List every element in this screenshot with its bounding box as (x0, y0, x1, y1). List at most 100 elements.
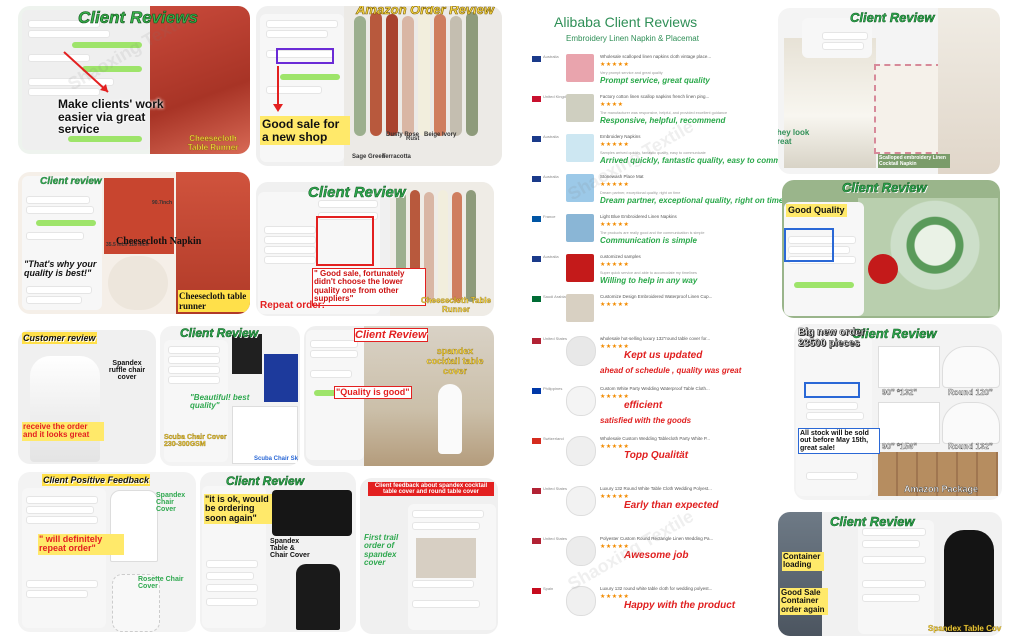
size-label-3: 90" *156" (882, 442, 918, 451)
tile-title: Client Review (850, 10, 935, 26)
runner-label: Cheesecloth table runner (178, 290, 250, 312)
review-tile-spandex-chair: Client Positive Feedback " will definite… (18, 472, 196, 632)
stock-text: All stock will be sold out before May 15… (798, 428, 880, 455)
dimension-label: 90.7inch (152, 200, 173, 206)
product-name: Stonewash Place Mat (600, 174, 644, 179)
review-highlight: Awesome job (624, 550, 689, 561)
star-rating: ★★★★★ (600, 494, 630, 500)
rosette-chair-photo (112, 574, 160, 632)
they-look-great: They look great (778, 128, 810, 146)
review-tile-container: Client Review Container loading Good Sal… (778, 512, 1002, 636)
product-thumbnail (566, 486, 596, 516)
country-flag-icon (532, 136, 541, 142)
tablecloth-reviews-panel (520, 330, 770, 636)
country-name: United States (543, 486, 568, 491)
review-tile-cheesecloth-napkin: Client review 90.7inch 35.5 inch 118 inc… (18, 172, 250, 314)
country-name: Australia (543, 54, 559, 59)
highlight-box (784, 228, 834, 262)
callout-text: Good Quality (786, 204, 847, 218)
size-label-1: 90" *132" (882, 388, 918, 397)
product-label: Spandex Table & Chair Cover (270, 538, 310, 559)
product-label: Spandex ruffle chair cover (108, 360, 146, 381)
product-label: Scuba Chair Cover 230-300GSM (164, 434, 227, 448)
callout-text: " will definitely repeat order" (38, 534, 124, 555)
review-highlight: Willing to help in any way (600, 276, 698, 285)
rect-90x156-photo (878, 402, 940, 444)
alibaba-reviews-panel: Alibaba Client Reviews Embroidery Linen … (520, 4, 770, 318)
country-flag-icon (532, 56, 541, 62)
review-text: The products are really good and the com… (600, 231, 705, 235)
product-thumbnail (566, 386, 596, 416)
country-flag-icon (532, 296, 541, 302)
review-highlight: Dream partner, exceptional quality, righ… (600, 196, 784, 205)
size-label-4: Round 132" (948, 442, 993, 451)
review-text: Samples arrived quickly, fantastic quali… (600, 151, 706, 155)
product-name: Luxury 132 Round White Table Cloth Weddi… (600, 486, 712, 491)
callout-text: Good sale for a new shop (260, 116, 350, 146)
star-rating: ★★★★★ (600, 544, 630, 550)
product-thumbnail (566, 336, 596, 366)
round-120-photo (942, 346, 1000, 388)
rect-90x132-photo (878, 346, 940, 388)
chat-screenshot (22, 10, 150, 150)
chair-cover-black (232, 334, 262, 374)
product-name: Light Blue Embroidered Linen Napkins (600, 214, 677, 219)
size-label-2: Round 120" (948, 388, 993, 397)
cocktail-table-photo (438, 384, 462, 454)
napkin-photo (784, 38, 876, 168)
chat-screenshot (802, 18, 872, 58)
container-loading-text: Container loading (782, 552, 824, 571)
tile-title: Client Positive Feedback (42, 474, 151, 486)
product-name: customized samples (600, 254, 641, 259)
callout-text: receive the order and it looks great (22, 422, 104, 441)
product-name: Factory cotton linen scallop napkins fre… (600, 94, 710, 99)
cocktail-cover-photo (416, 538, 476, 578)
review-tile-ruffle-chair: Customer review Spandex ruffle chair cov… (18, 330, 156, 464)
yarn-twists-photo (390, 182, 494, 316)
review-tile-repeat-order: Client Review " Good sale, fortunately d… (256, 182, 494, 316)
review-tile-cheesecloth-runner: Client Reviews Make clients' work easier… (18, 6, 250, 154)
yarn-twists-photo (344, 6, 502, 166)
product-thumbnail (566, 436, 596, 466)
flowers-photo (938, 8, 1000, 174)
product-thumbnail (566, 214, 594, 242)
country-flag-icon (532, 488, 541, 494)
review-highlight-2: ahead of schedule , quality was great (600, 366, 742, 375)
tile-title: Client Reviews (78, 8, 199, 28)
country-name: United States (543, 536, 568, 541)
product-name: Luxury 132 round white table cloth for w… (600, 586, 713, 591)
color-label-dusty-rose: Dusty Rose (386, 132, 420, 138)
review-highlight: efficient (624, 400, 663, 411)
product-thumbnail (566, 294, 594, 322)
country-name: Australia (543, 174, 559, 179)
quote-text: "That's why your quality is best!" (24, 259, 97, 279)
review-row: Australia Wholesale scalloped linen napki… (532, 54, 756, 100)
review-tile-amazon-order: Amazon Order Review Good sale for a new … (256, 6, 502, 166)
product-thumbnail (566, 134, 594, 162)
callout-text: Make clients' work easier via great serv… (58, 97, 164, 137)
arrow-icon (273, 66, 283, 112)
product-label-2: Rosette Chair Cover (138, 576, 184, 590)
chair-cover-blue (264, 354, 298, 402)
review-tile-linen-napkin: Client Review They look great Scalloped … (778, 8, 1000, 174)
review-text: Very prompt service and great quality (600, 71, 663, 75)
country-name: United States (543, 336, 568, 341)
repeat-order-label: Repeat order: (260, 300, 326, 311)
red-flower-photo (868, 254, 898, 284)
product-name: Custom White Party Wedding Waterproof Ta… (600, 386, 710, 391)
product-name: Wholesale scalloped linen napkins cloth … (600, 54, 712, 59)
product-label: Scalloped embroidery Linen Cocktail Napk… (878, 154, 950, 168)
review-tile-good-quality: Client Review Good Quality (782, 180, 1000, 318)
product-label: Spandex Table Cover (928, 624, 1002, 633)
review-text: Dream partner, exceptional quality, righ… (600, 191, 681, 195)
callout-text: " Good sale, fortunately didn't choose t… (312, 268, 426, 306)
tile-title: Client Review (842, 180, 927, 195)
review-highlight: Topp Qualität (624, 450, 689, 461)
review-highlight: Happy with the product (624, 600, 736, 611)
